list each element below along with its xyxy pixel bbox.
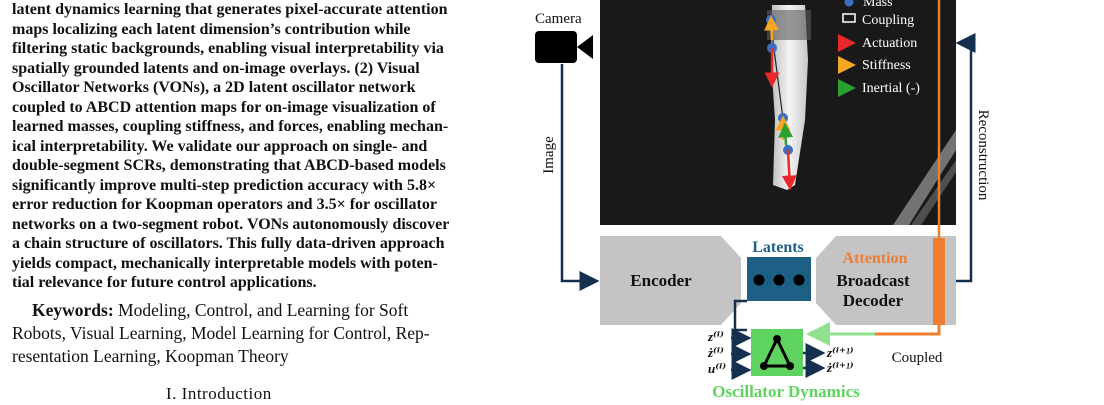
actuation-arrow: [781, 149, 797, 191]
architecture-figure: Mass Coupling Actuation Stiffness Inerti…: [535, 0, 991, 401]
reconstruction-arrow: [955, 33, 976, 283]
inertial-arrow: [778, 122, 794, 146]
abstract-line: significantly improve multi-step predict…: [12, 176, 437, 194]
abstract-line: Oscillator Networks (VONs), a 2D latent …: [12, 79, 416, 96]
keywords-line-2: Robots, Visual Learning, Model Learning …: [12, 323, 430, 343]
encoder-label: Encoder: [630, 271, 692, 290]
abstract-line: tial relevance for future control applic…: [12, 274, 317, 291]
robot-photo: [600, 0, 956, 225]
coupling-legend-icon: [842, 13, 856, 23]
legend-mass: Mass: [863, 0, 893, 10]
attention-bar: [933, 238, 945, 325]
abstract-line: coupled to ABCD attention maps for on-im…: [12, 98, 436, 116]
force-legend: Mass Coupling Actuation Stiffness Inerti…: [838, 0, 920, 97]
oscillator-triangle-icon: [760, 335, 794, 370]
camera-label: Camera: [535, 11, 582, 27]
keywords-line-1: Keywords: Modeling, Control, and Learnin…: [12, 299, 522, 321]
abstract-line: learned masses, coupling stiffness, and …: [12, 118, 449, 135]
mass-legend-icon: [844, 0, 854, 7]
latent-dot: [753, 274, 765, 286]
keywords-label: Keywords:: [32, 300, 114, 320]
encoder-block: [600, 236, 741, 325]
abstract-line: filtering static backgrounds, enabling v…: [12, 40, 444, 57]
output-zdot: ż⁽ⁱ⁺¹⁾: [826, 360, 854, 375]
abstract-line: spatially grounded latents and on-image …: [12, 59, 420, 77]
input-zdot: ż⁽ⁱ⁾: [707, 345, 724, 360]
camera-icon: [535, 31, 593, 63]
broadcast-label: Broadcast: [836, 271, 910, 290]
oscillator-dynamics-label: Oscillator Dynamics: [712, 382, 860, 401]
abstract-line: ical interpretability. We validate our a…: [12, 137, 428, 155]
section-heading: I. Introduction: [166, 384, 272, 403]
abstract-line: double-segment SCRs, demonstrating that …: [12, 157, 446, 174]
decoder-block: [816, 236, 956, 325]
input-z: z⁽ⁱ⁾: [707, 329, 724, 344]
legend-actuation: Actuation: [862, 36, 917, 51]
legend-coupling: Coupling: [862, 13, 914, 28]
abstract-line: yields compact, mechanically interpretab…: [12, 254, 438, 272]
image-arrow: [560, 64, 600, 291]
legend-inertial: Inertial (-): [862, 81, 920, 96]
coupled-label: Coupled: [892, 350, 943, 366]
legend-stiffness: Stiffness: [862, 58, 911, 73]
abstract-line: error reduction for Koopman operators an…: [12, 196, 437, 213]
abstract-line: a chain structure of oscillators. This f…: [12, 235, 445, 252]
reconstruction-label: Reconstruction: [975, 110, 991, 201]
output-z: z⁽ⁱ⁺¹⁾: [826, 345, 854, 360]
latent-dot: [773, 274, 785, 286]
latent-dot: [793, 274, 805, 286]
image-label: Image: [541, 136, 557, 174]
input-u: u⁽ⁱ⁾: [708, 361, 726, 376]
coupled-orange-line: [875, 325, 941, 336]
keywords-line-3: resentation Learning, Koopman Theory: [12, 346, 289, 366]
abstract-line: networks on a two-segment robot. VONs au…: [12, 215, 450, 233]
soft-robot-body: [771, 5, 808, 190]
abstract-line: maps localizing each latent dimension’s …: [12, 20, 411, 38]
abstract-line: latent dynamics learning that generates …: [12, 1, 448, 18]
stiffness-arrow: [764, 15, 780, 41]
attention-label: Attention: [843, 250, 908, 267]
keywords-text: Modeling, Control, and Learning for Soft: [118, 300, 409, 320]
decoder-label: Decoder: [843, 291, 904, 310]
latents-label: Latents: [752, 239, 804, 256]
